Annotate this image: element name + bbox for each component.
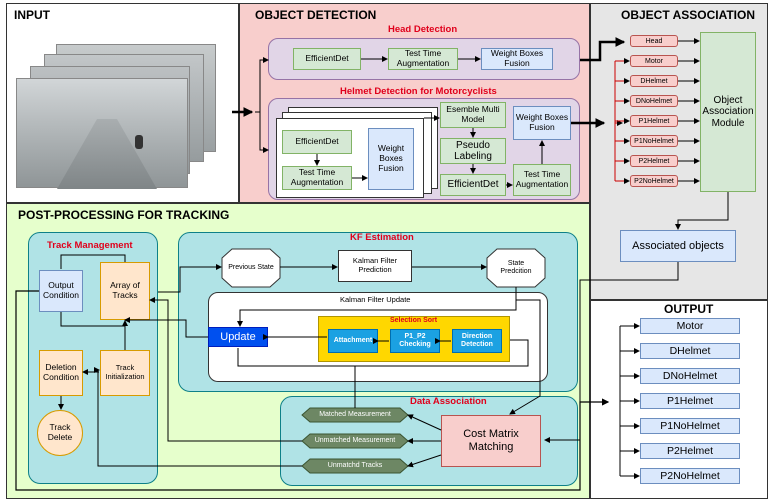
assoc-class-p2nohelmet: P2NoHelmet: [630, 175, 678, 187]
array-of-tracks: Array of Tracks: [100, 262, 150, 320]
unmatched-tracks-label: Unmatchd Tracks: [327, 461, 383, 469]
output-dhelmet: DHelmet: [640, 343, 740, 359]
motorcycle-rider: [135, 135, 143, 149]
helmet-tta-2: Test Time Augmentation: [513, 164, 571, 196]
track-delete: Track Delete: [37, 410, 83, 456]
helmet-wbf: Weight Boxes Fusion: [368, 128, 414, 190]
assoc-class-p1helmet: P1Helmet: [630, 115, 678, 127]
p1p2-checking: P1_P2 Checking: [390, 329, 440, 353]
output-title: OUTPUT: [664, 302, 714, 316]
unmatched-measurement-label: Unmatched Measurement: [314, 436, 396, 444]
assoc-class-p2helmet: P2Helmet: [630, 155, 678, 167]
cost-matrix-matching: Cost Matrix Matching: [441, 415, 541, 467]
previous-state-hex: [221, 248, 281, 288]
kf-prediction: Kalman Filter Prediction: [338, 250, 412, 282]
matched-measurement-label: Matched Measurement: [319, 410, 391, 418]
output-motor: Motor: [640, 318, 740, 334]
assoc-class-p1nohelmet: P1NoHelmet: [630, 135, 678, 147]
track-initialization: Track Initialization: [100, 350, 150, 396]
video-frame-stack: [16, 40, 232, 190]
assoc-class-head: Head: [630, 35, 678, 47]
output-condition: Output Condition: [39, 270, 83, 312]
previous-state-label: Previous State: [228, 263, 274, 271]
output-p2helmet: P2Helmet: [640, 443, 740, 459]
helmet-efficientdet: EfficientDet: [282, 130, 352, 154]
pseudo-labeling: Pseudo Labeling: [440, 138, 506, 164]
kf-update-label: Kalman Filter Update: [340, 295, 411, 304]
attachment-box: Attachment: [328, 329, 378, 353]
output-p1helmet: P1Helmet: [640, 393, 740, 409]
object-association-title: OBJECT ASSOCIATION: [621, 8, 756, 22]
deletion-condition: Deletion Condition: [39, 350, 83, 396]
helmet-efficientdet-2: EfficientDet: [440, 174, 506, 196]
assoc-class-motor: Motor: [630, 55, 678, 67]
associated-objects: Associated objects: [620, 230, 736, 262]
kf-estimation-title: KF Estimation: [350, 232, 414, 243]
state-prediction-hex: [486, 248, 546, 288]
helmet-wbf-2: Weight Boxes Fusion: [513, 106, 571, 140]
head-tta: Test Time Augmentation: [388, 48, 458, 70]
output-p2nohelmet: P2NoHelmet: [640, 468, 740, 484]
head-detection-title: Head Detection: [388, 24, 458, 35]
output-dnohelmet: DNoHelmet: [640, 368, 740, 384]
ensemble-multi-model: Esemble Multi Model: [440, 102, 506, 128]
post-processing-title: POST-PROCESSING FOR TRACKING: [18, 208, 230, 222]
object-detection-title: OBJECT DETECTION: [255, 8, 377, 22]
selection-sort-title: Selection Sort: [390, 317, 438, 324]
head-wbf: Weight Boxes Fusion: [481, 48, 553, 70]
assoc-class-dnohelmet: DNoHelmet: [630, 95, 678, 107]
assoc-class-dhelmet: DHelmet: [630, 75, 678, 87]
head-efficientdet: EfficientDet: [293, 48, 361, 70]
video-frame: [16, 78, 188, 189]
state-prediction-label: State Predcition: [500, 259, 532, 275]
direction-detection: Direction Detection: [452, 329, 502, 353]
object-association-module: Object Association Module: [700, 32, 756, 192]
helmet-tta: Test Time Augmentation: [282, 166, 352, 190]
track-management-title: Track Management: [47, 240, 133, 251]
output-p1nohelmet: P1NoHelmet: [640, 418, 740, 434]
helmet-detection-title: Helmet Detection for Motorcyclists: [340, 86, 497, 97]
input-title: INPUT: [14, 8, 50, 22]
data-association-title: Data Association: [410, 396, 487, 407]
update-box: Update: [208, 327, 268, 347]
